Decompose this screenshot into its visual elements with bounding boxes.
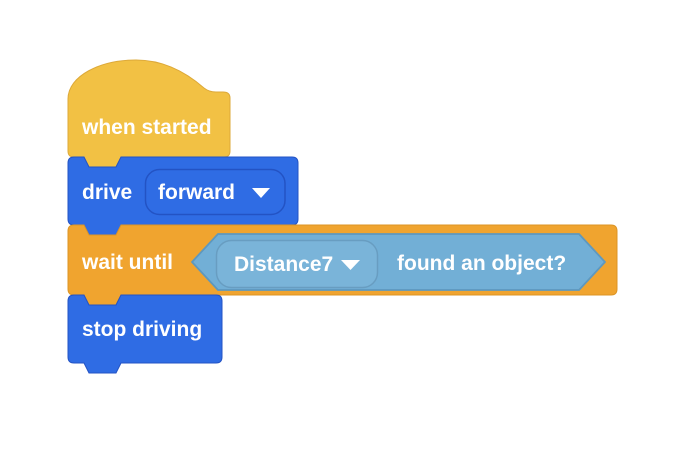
- when-started-label: when started: [81, 116, 212, 139]
- when-started-body[interactable]: [67, 59, 231, 168]
- block-wait-until[interactable]: wait until Distance7 found an object?: [67, 224, 618, 306]
- sensor-dropdown[interactable]: Distance7: [215, 239, 379, 289]
- drive-direction-dropdown[interactable]: forward: [144, 168, 286, 216]
- stop-driving-body[interactable]: [67, 294, 223, 374]
- sensor-dropdown-field[interactable]: [215, 239, 379, 289]
- wait-until-label: wait until: [81, 251, 173, 274]
- distance-found-object-boolean[interactable]: Distance7 found an object?: [191, 233, 606, 291]
- sensor-dropdown-value: Distance7: [234, 253, 333, 276]
- stop-driving-label: stop driving: [82, 318, 202, 341]
- block-when-started[interactable]: when started: [67, 59, 231, 168]
- chevron-down-icon: [252, 188, 270, 198]
- drive-direction-dropdown-value: forward: [158, 181, 235, 204]
- drive-label: drive: [82, 181, 132, 204]
- boolean-predicate-label: found an object?: [397, 252, 566, 275]
- chevron-down-icon: [341, 260, 360, 270]
- block-drive[interactable]: drive forward: [67, 156, 299, 236]
- drive-direction-dropdown-field[interactable]: [144, 168, 286, 216]
- block-stop-driving[interactable]: stop driving: [67, 294, 223, 374]
